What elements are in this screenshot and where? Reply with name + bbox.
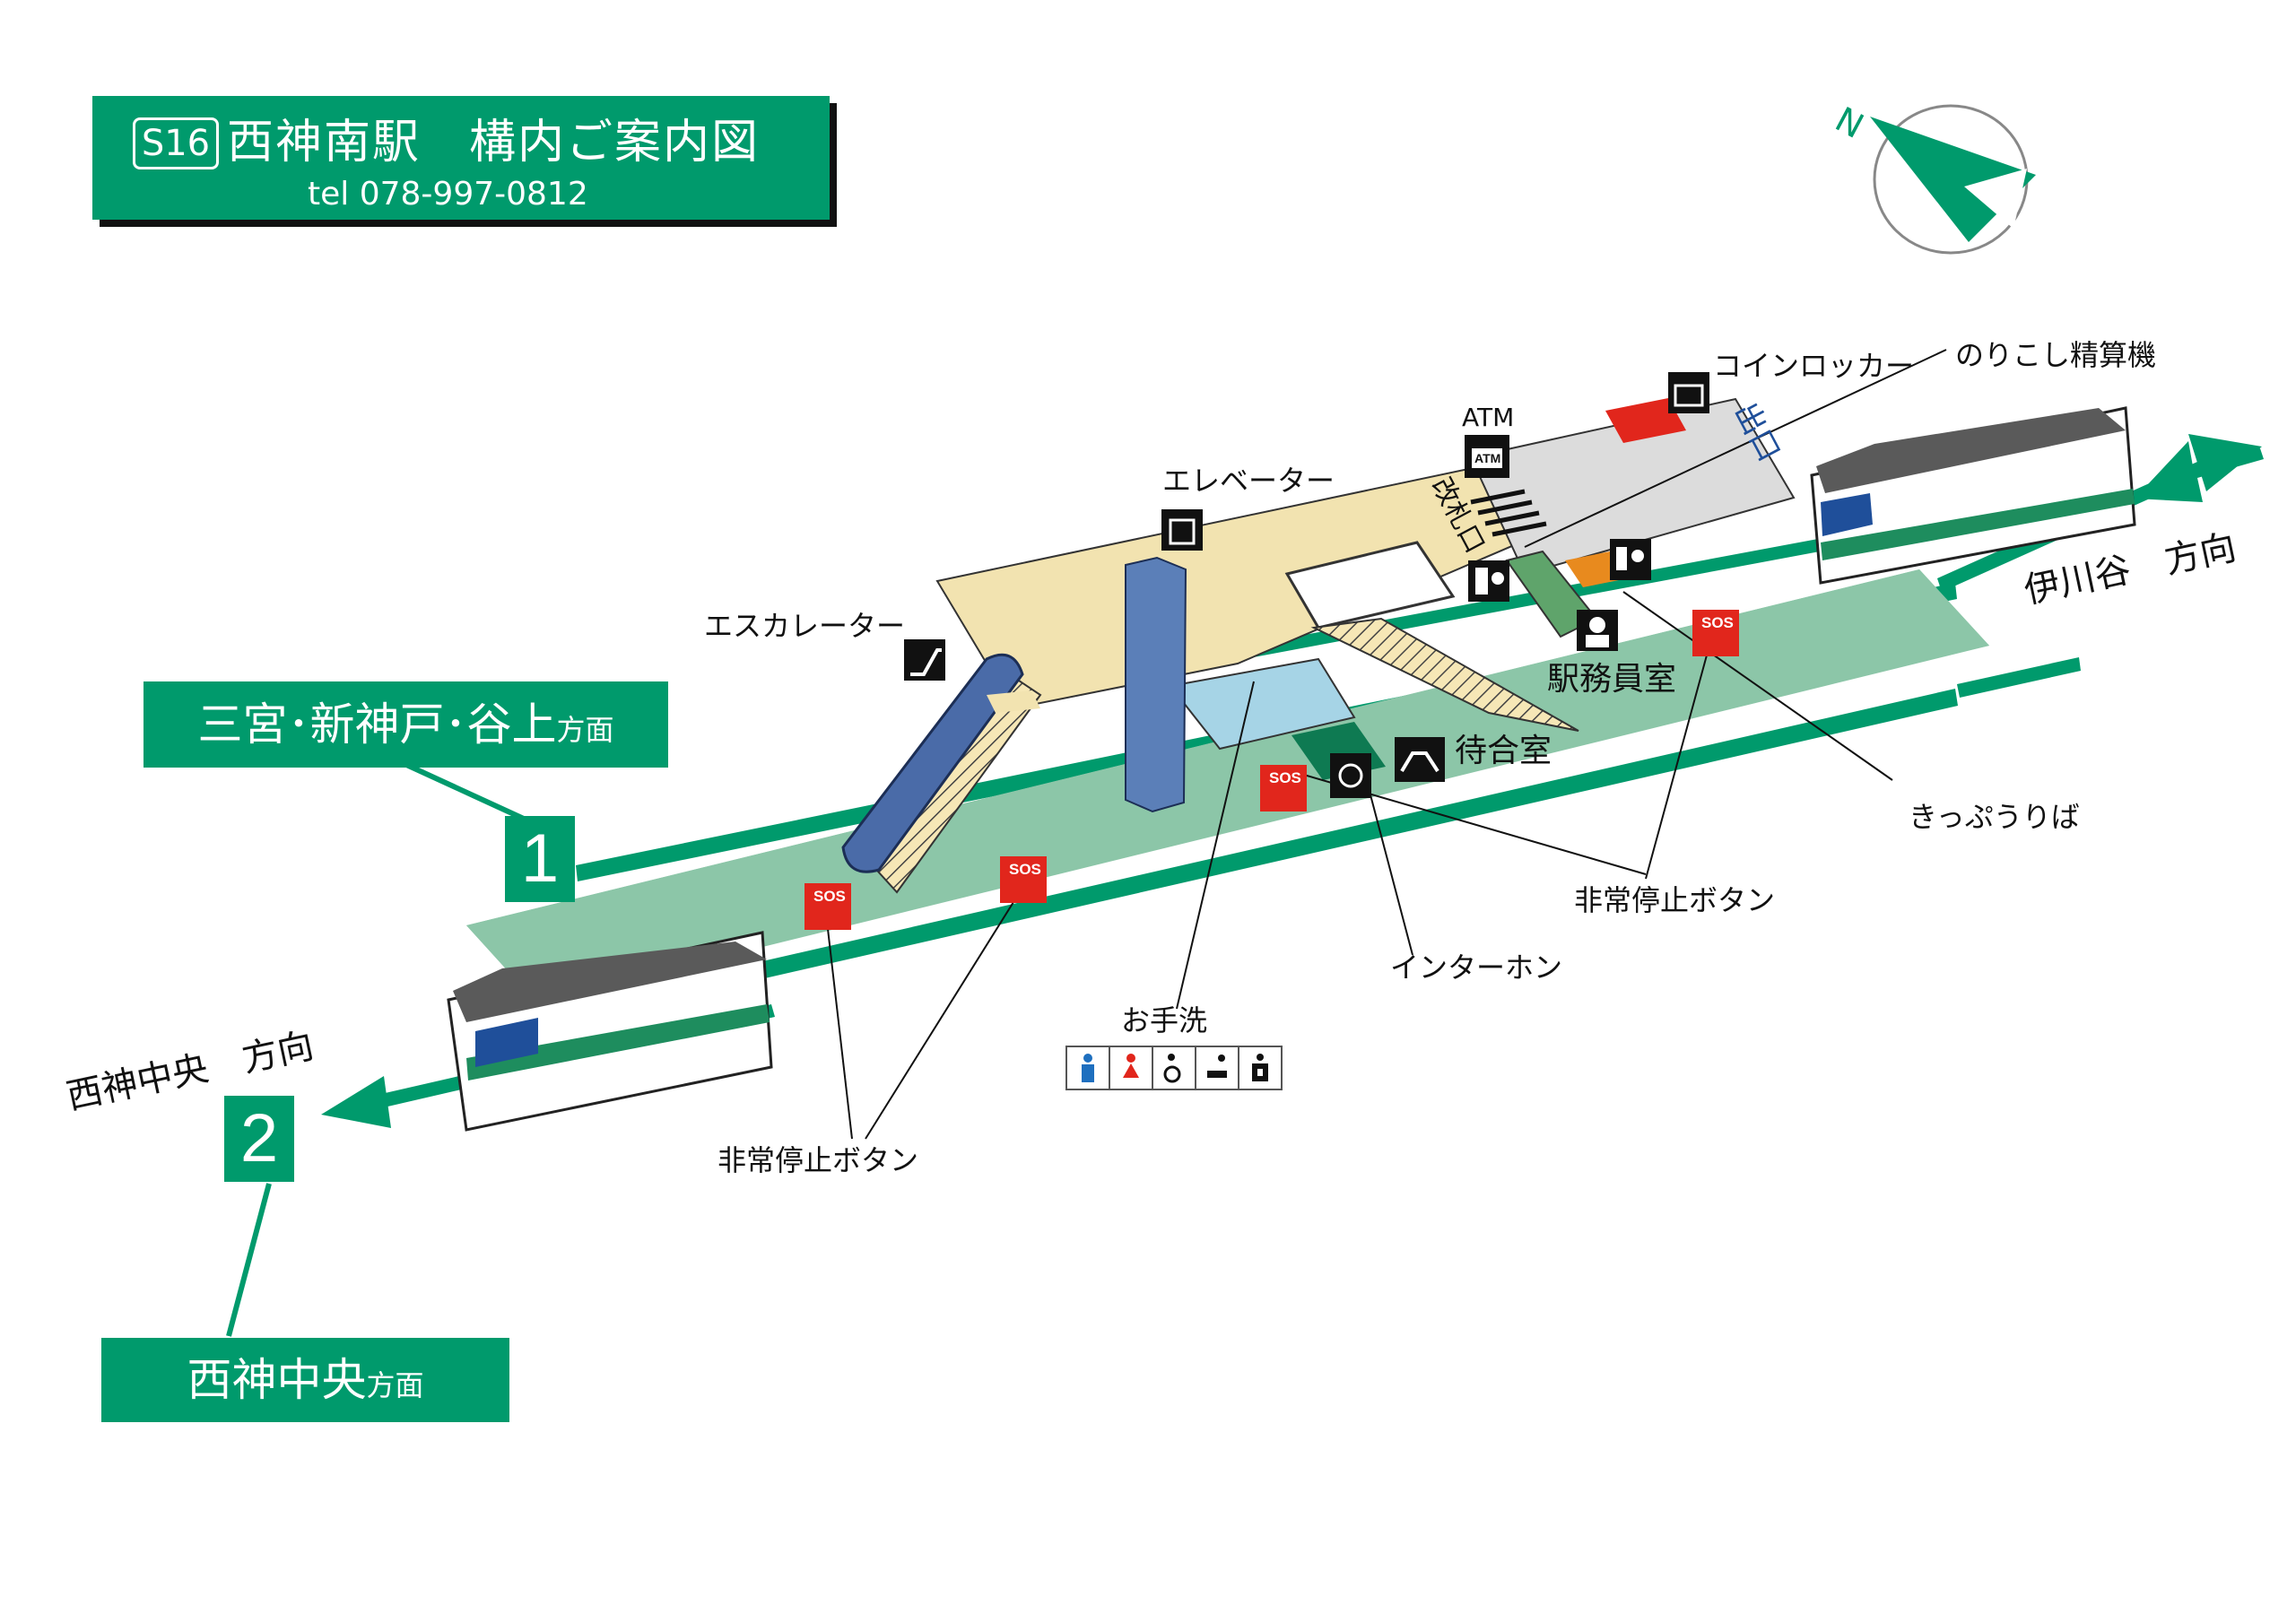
station-staff-icon [1577, 610, 1618, 651]
arrow-east-head [2188, 434, 2262, 491]
platform1-direction-box: 三宮･新神戸･谷上方面 [144, 681, 668, 768]
escalator-icon [904, 639, 945, 681]
emergency-stop-label-left: 非常停止ボタン [718, 1143, 919, 1177]
sos-button-icon [1260, 765, 1307, 812]
title-box: S16 西神南駅 構内ご案内図 tel 078-997-0812 [92, 96, 830, 220]
escalator-label: エスカレーター [704, 609, 906, 643]
female-icon [1109, 1046, 1153, 1090]
platform2-direction-box: 西神中央方面 [101, 1338, 509, 1422]
station-title: 西神南駅 構内ご案内図 [227, 116, 761, 169]
concourse-blue-zone [1169, 657, 1356, 751]
sos-label: SOS [1009, 861, 1041, 878]
sos-button-icon [804, 883, 851, 930]
station-tel: tel 078-997-0812 [308, 176, 588, 213]
compass-icon [1870, 104, 2036, 255]
platform1-direction: 三宮･新神戸･谷上 [197, 699, 557, 751]
train-east [1810, 406, 2136, 585]
track-number-2: 2 [224, 1096, 294, 1182]
sos-button-icon [1000, 856, 1047, 903]
sos-label: SOS [813, 888, 846, 905]
fare-adjust-machine-icon [1468, 560, 1509, 602]
station-code: S16 [133, 117, 219, 169]
coin-locker-label: コインロッカー [1713, 349, 1915, 383]
intercom-icon [1330, 753, 1371, 798]
elevator-icon [1161, 509, 1203, 551]
platform2-direction: 西神中央 [187, 1354, 367, 1406]
sos-labels: SOS SOS SOS SOS ATM [813, 451, 1734, 905]
baby-care-icon [1195, 1046, 1239, 1090]
sos-label: SOS [1269, 769, 1301, 786]
ticket-office-icon [1610, 539, 1651, 580]
male-icon [1065, 1046, 1110, 1090]
escalator-foot [987, 690, 1040, 713]
atm-label: ATM [1462, 403, 1515, 432]
escalator-rail [841, 653, 1024, 873]
atm-icon [1465, 435, 1509, 478]
sos-button-icon [1692, 610, 1739, 656]
track-number-1: 1 [505, 816, 575, 902]
emergency-stop-label-right: 非常停止ボタン [1574, 883, 1776, 917]
platform1-direction-suffix: 方面 [556, 713, 614, 747]
atm-icon-label: ATM [1474, 451, 1500, 465]
stair-center [1310, 617, 1579, 732]
intercom-label: インターホン [1390, 950, 1563, 985]
arrow-west-head [321, 1076, 391, 1128]
ostomate-icon [1238, 1046, 1283, 1090]
train-west [447, 931, 773, 1132]
fare-adjust-label: のりこし精算機 [1955, 338, 2157, 372]
ticket-gates [1470, 489, 1547, 537]
sos-label: SOS [1701, 614, 1734, 631]
stair-opening [1284, 541, 1456, 629]
waiting-room-label: 待合室 [1455, 733, 1552, 769]
elevator-label: エレベーター [1162, 464, 1335, 498]
waiting-room-icon [1395, 737, 1445, 782]
coin-locker-icon [1668, 372, 1709, 413]
station-office-label: 駅務員室 [1547, 661, 1677, 698]
coin-locker-area [1605, 398, 1686, 443]
wheelchair-icon [1152, 1046, 1196, 1090]
toilet-label: お手洗 [1121, 1003, 1208, 1037]
ticket-office-label: きっぷうりば [1909, 800, 2080, 834]
platform2-direction-suffix: 方面 [366, 1368, 424, 1402]
elevator-shaft [1125, 556, 1187, 813]
toilet-icons [1065, 1046, 1283, 1090]
